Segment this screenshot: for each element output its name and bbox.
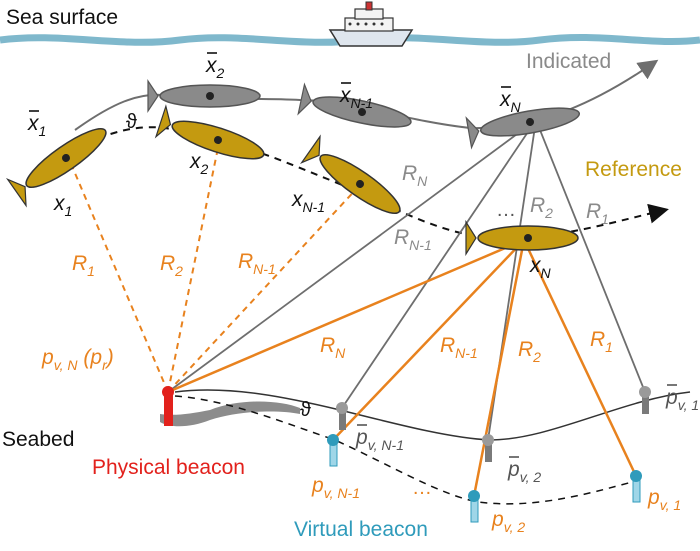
indicated-beacon-icon-2 — [639, 386, 651, 414]
auv-layer — [5, 79, 581, 257]
indicated-beacon-label-2: pv, 1 — [665, 386, 699, 413]
virtual-beacon-icon-1 — [468, 490, 480, 523]
range-reference-label-0: RN — [320, 334, 346, 361]
reference-range-line-1 — [332, 239, 525, 441]
reference-range-line-3 — [522, 239, 638, 477]
indicated-position-label-2: xN-1 — [339, 84, 373, 111]
indicated-position-label-1: x2 — [205, 54, 225, 81]
indicated-beacon-icon-0 — [336, 402, 348, 430]
virtual-beacon-label-1: pv, 2 — [491, 508, 525, 535]
range-physical-label-2: RN-1 — [238, 250, 276, 277]
range-line-rn1-dashed — [167, 184, 361, 393]
indicated-beacon-label-0: pv, N-1 — [355, 426, 404, 453]
indicated-beacon-label-1: pv, 2 — [507, 458, 541, 485]
range-indicated-label-0: RN — [402, 162, 428, 189]
reference-auv-2 — [154, 104, 265, 160]
range-lines — [65, 119, 646, 497]
virtual-beacon-icon-0 — [327, 434, 339, 467]
range-reference-label-3: R1 — [590, 328, 613, 355]
reference-position-label-1: x2 — [189, 150, 209, 177]
reference-auv-1 — [5, 128, 107, 208]
ellipsis-beacons: … — [412, 477, 432, 499]
indicated-label: Indicated — [526, 50, 611, 73]
indicated-auv-n1 — [297, 82, 412, 128]
virtual-beacon-trajectory — [174, 395, 641, 505]
sea-surface-label: Sea surface — [6, 6, 118, 29]
range-indicated-label-1: RN-1 — [394, 226, 432, 253]
indicated-range-line-0 — [167, 119, 537, 393]
range-reference-label-2: R2 — [518, 338, 541, 365]
indicated-range-line-1 — [341, 119, 537, 409]
physical-beacon-label: Physical beacon — [92, 456, 245, 479]
indicated-range-line-3 — [535, 119, 646, 393]
reference-range-line-0 — [167, 238, 525, 394]
angle-theta-top: ϑ — [126, 111, 137, 133]
range-indicated-label-3: R1 — [586, 200, 609, 227]
reference-range-line-2 — [472, 239, 526, 497]
virtual-beacon-label-2: pv, 1 — [647, 486, 681, 513]
reference-auv-n — [465, 219, 579, 257]
reference-position-label-3: xN — [529, 254, 552, 281]
reference-position-label-0: x1 — [53, 192, 72, 219]
seabed-shape — [160, 401, 300, 427]
seabed-label: Seabed — [2, 428, 74, 451]
reference-position-label-2: xN-1 — [291, 188, 325, 215]
indicated-beacon-trajectory — [174, 389, 691, 441]
reference-label: Reference — [585, 158, 682, 181]
reference-auv-n1 — [299, 134, 401, 214]
ellipsis-ranges: … — [496, 199, 516, 221]
indicated-position-label-3: xN — [499, 88, 522, 115]
indicated-position-label-0: x1 — [27, 112, 46, 139]
physical-beacon-icon — [162, 386, 174, 426]
virtual-beacon-icon-2 — [630, 470, 642, 503]
range-reference-label-1: RN-1 — [440, 334, 478, 361]
range-indicated-label-2: R2 — [530, 194, 553, 221]
indicated-auv-n — [465, 107, 581, 150]
indicated-auv-2 — [147, 79, 261, 113]
indicated-beacon-icon-1 — [482, 434, 494, 462]
range-physical-label-0: R1 — [72, 252, 95, 279]
physical-beacon-coordinate-label: pv, N (pr) — [41, 346, 114, 373]
virtual-beacon-label: Virtual beacon — [294, 518, 428, 541]
ship-icon — [328, 1, 414, 47]
virtual-beacon-label-0: pv, N-1 — [311, 474, 360, 501]
range-physical-label-1: R2 — [160, 252, 183, 279]
beacon-layer — [162, 386, 651, 523]
angle-theta-bottom: ϑ — [300, 399, 311, 421]
